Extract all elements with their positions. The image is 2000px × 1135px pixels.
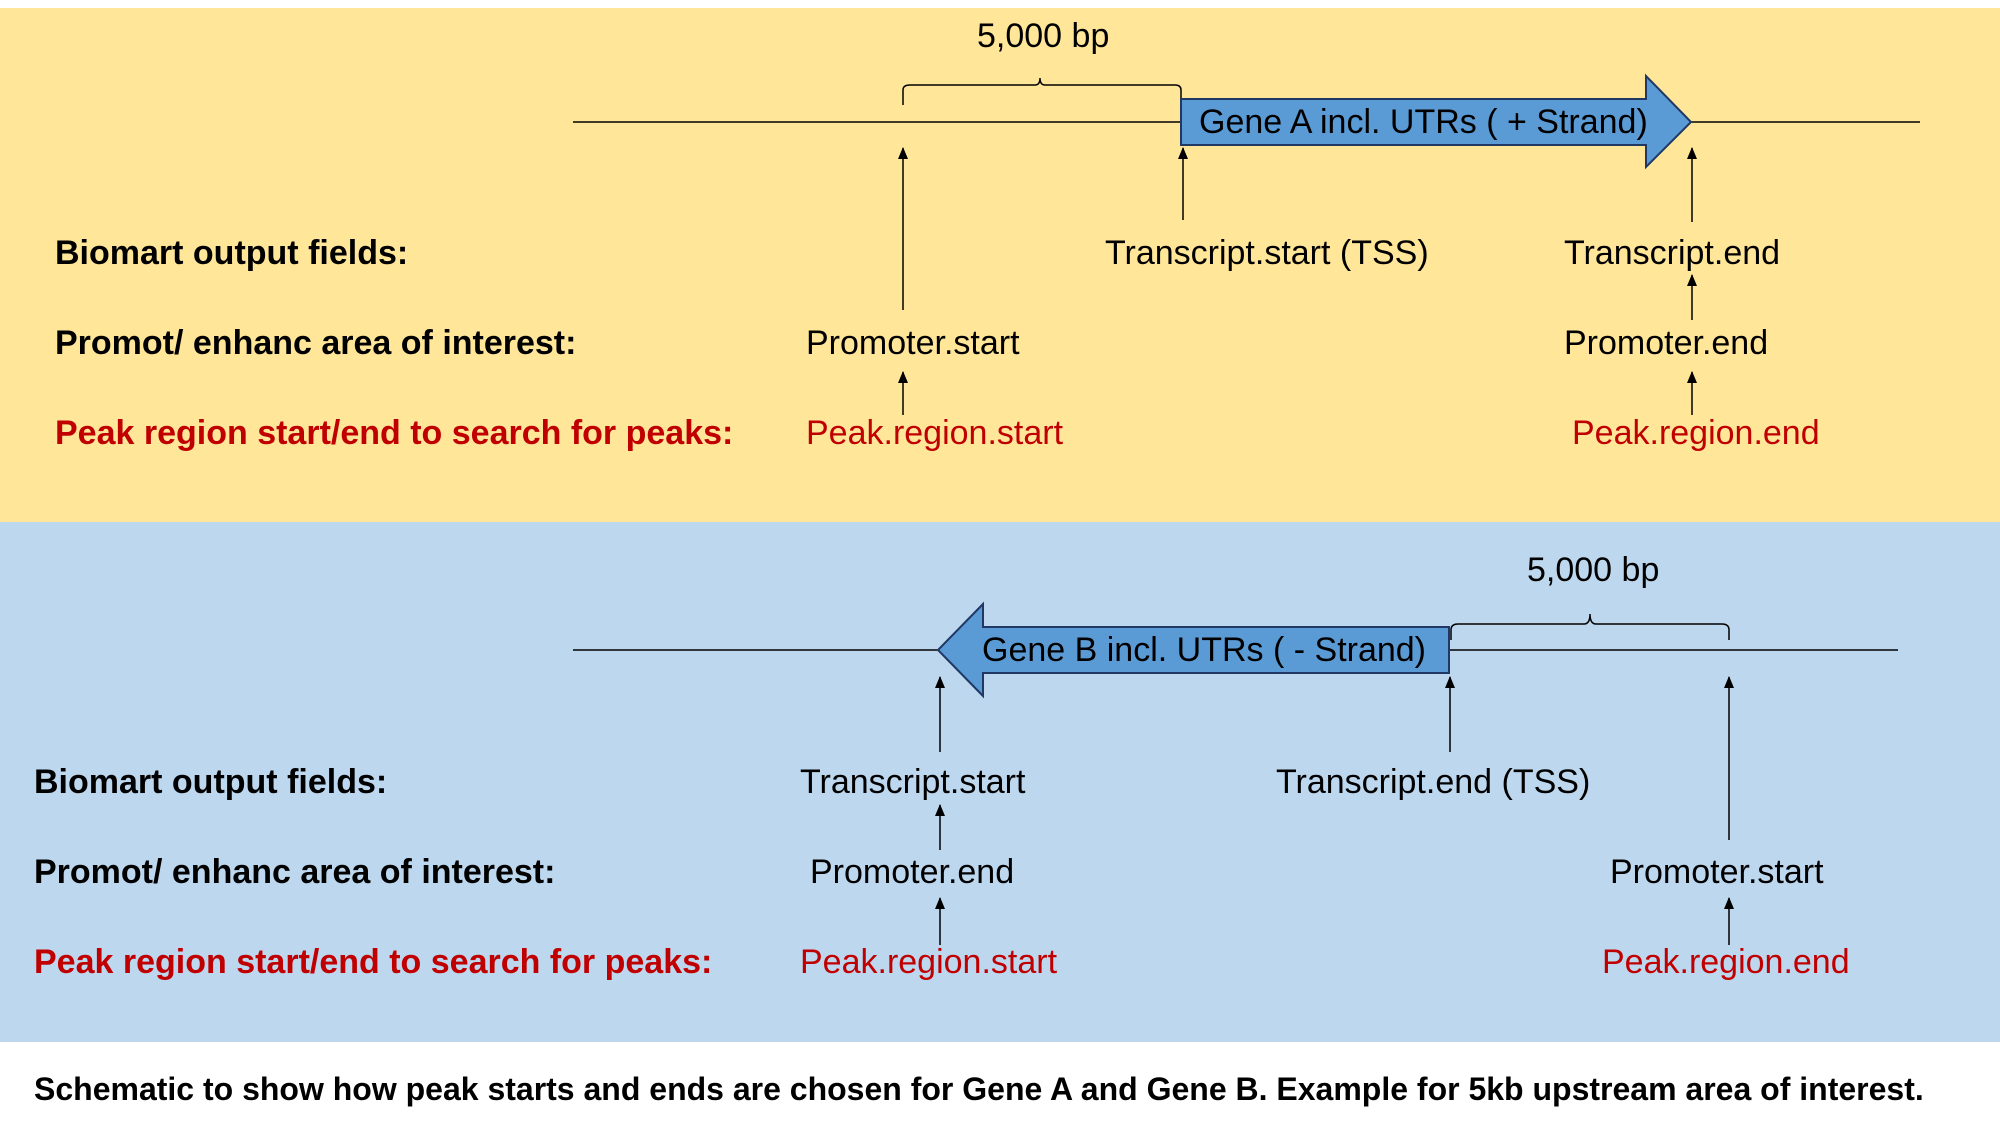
gene-b-peak-end: Peak.region.end [1602,943,1850,981]
gene-b-promoter-row-label: Promot/ enhanc area of interest: [34,853,556,891]
gene-b-peak-start: Peak.region.start [800,943,1058,981]
gene-b-distance-brace [1450,613,1730,640]
gene-a-distance-brace [902,77,1182,105]
gene-a-arrow [1180,73,1693,170]
gene-a-transcript-end: Transcript.end [1564,234,1781,272]
gene-a-peak-end: Peak.region.end [1572,414,1820,452]
gene-b-transcript-start: Transcript.start [800,763,1026,801]
gene-b-arrow [936,601,1450,699]
gene-a-peak-start: Peak.region.start [806,414,1064,452]
figure-caption: Schematic to show how peak starts and en… [34,1071,1924,1107]
gene-b-transcript-end: Transcript.end (TSS) [1276,763,1591,801]
gene-a-transcript-start: Transcript.start (TSS) [1105,234,1429,272]
gene-b-promoter-start: Promoter.start [1610,853,1824,891]
gene-b-label: Gene B incl. UTRs ( - Strand) [982,631,1427,669]
gene-a-panel [0,8,2000,522]
gene-a-label: Gene A incl. UTRs ( + Strand) [1199,103,1648,141]
gene-a-peak-row-label: Peak region start/end to search for peak… [55,414,734,452]
gene-b-distance-label: 5,000 bp [1527,551,1660,589]
gene-a-distance-label: 5,000 bp [977,17,1110,55]
gene-b-biomart-row-label: Biomart output fields: [34,763,388,801]
gene-a-promoter-start: Promoter.start [806,324,1020,362]
gene-b-peak-row-label: Peak region start/end to search for peak… [34,943,713,981]
gene-b-promoter-end: Promoter.end [810,853,1015,891]
gene-a-biomart-row-label: Biomart output fields: [55,234,409,272]
gene-a-promoter-end: Promoter.end [1564,324,1769,362]
gene-a-promoter-row-label: Promot/ enhanc area of interest: [55,324,577,362]
gene-b-panel [0,522,2000,1042]
